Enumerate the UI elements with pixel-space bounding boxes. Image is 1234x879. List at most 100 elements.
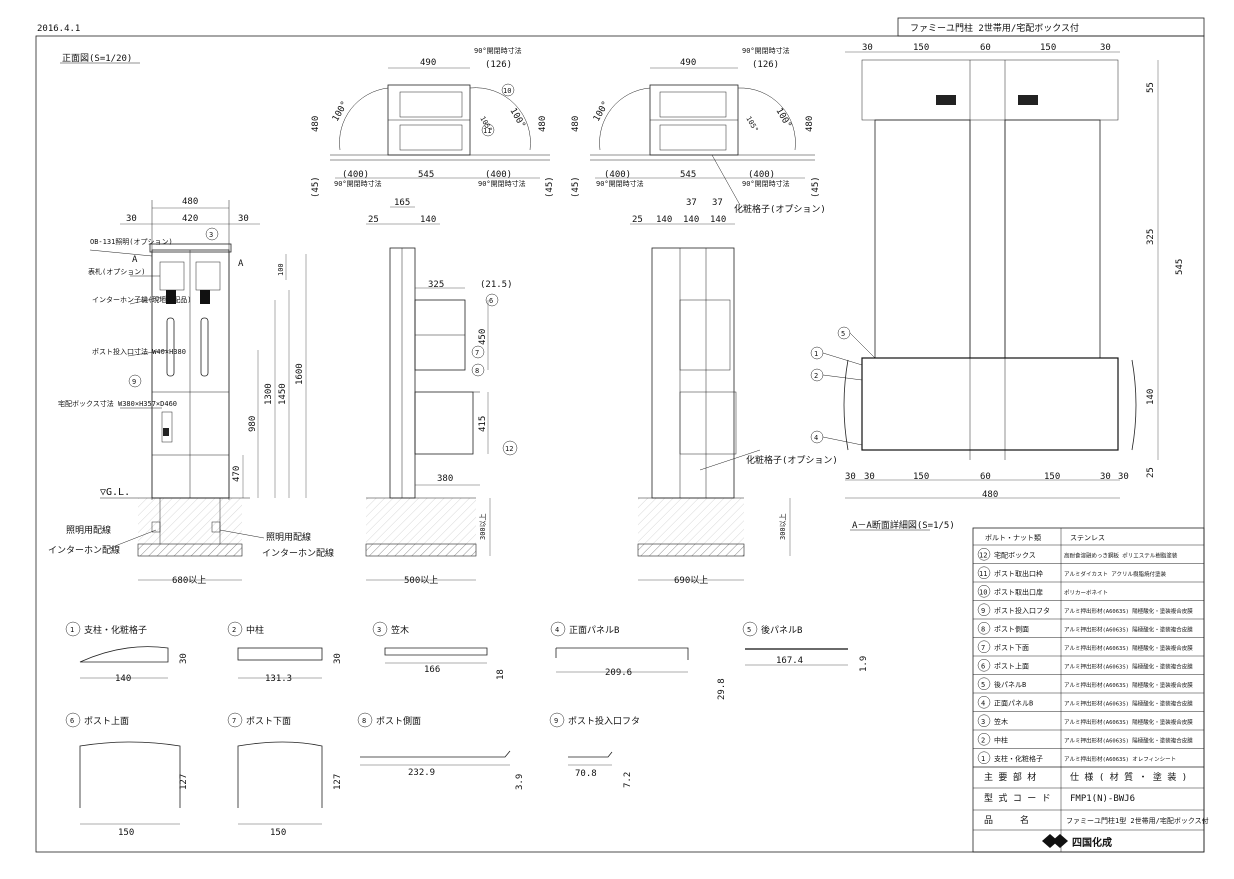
row-number-circle: [977, 751, 991, 764]
svg-text:ポスト投入口寸法 W40×H380: ポスト投入口寸法 W40×H380: [92, 347, 186, 356]
section-aa-view: 30 150 60 150 30 55 325 545 140 25 30 30…: [810, 43, 1185, 531]
row-number-circle: [977, 566, 991, 579]
svg-text:325: 325: [1146, 229, 1156, 245]
row-material: アルミ押出形材(A6063S) 陽極酸化・塗装複合皮膜: [1064, 736, 1193, 744]
svg-text:5: 5: [841, 330, 845, 338]
svg-text:450: 450: [478, 329, 488, 345]
svg-text:90°開閉時寸法: 90°開閉時寸法: [478, 179, 526, 188]
back-view: 25 140 37 140 37 140 化粧格子(オプション) 690以上 3…: [630, 198, 838, 586]
svg-text:ボルト・ナット類: ボルト・ナット類: [985, 533, 1041, 542]
svg-text:OB-131照明(オプション): OB-131照明(オプション): [90, 238, 173, 246]
svg-text:中柱: 中柱: [246, 624, 264, 636]
svg-text:90°開閉時寸法: 90°開閉時寸法: [334, 179, 382, 188]
svg-text:30: 30: [1118, 472, 1129, 482]
row-number-circle: [977, 622, 991, 635]
part-detail-8: 8 ポスト側面 232.9 3.9: [357, 712, 525, 790]
svg-text:60: 60: [980, 472, 991, 482]
svg-text:1.9: 1.9: [859, 656, 869, 672]
svg-text:140: 140: [1146, 389, 1156, 405]
svg-text:化粧格子(オプション): 化粧格子(オプション): [746, 454, 838, 466]
row-number: 10: [979, 588, 987, 596]
svg-text:7: 7: [475, 349, 479, 357]
svg-text:60: 60: [980, 43, 991, 53]
svg-text:90°開閉時寸法: 90°開閉時寸法: [742, 179, 790, 188]
svg-text:1450: 1450: [278, 383, 288, 405]
svg-text:6: 6: [70, 717, 74, 725]
svg-text:(400): (400): [604, 170, 631, 180]
svg-text:ポスト側面: ポスト側面: [376, 715, 421, 727]
svg-text:30: 30: [1100, 472, 1111, 482]
svg-text:100: 100: [277, 263, 285, 276]
svg-text:仕 様 ( 材 質 ・ 塗 装 ): 仕 様 ( 材 質 ・ 塗 装 ): [1070, 771, 1187, 783]
svg-text:140: 140: [710, 215, 726, 225]
svg-text:照明用配線: 照明用配線: [66, 524, 111, 536]
row-material: アルミ押出形材(A6063S) 陽極酸化・塗装複合皮膜: [1064, 662, 1193, 670]
svg-text:ポスト下面: ポスト下面: [246, 716, 291, 727]
svg-text:8: 8: [362, 717, 366, 725]
svg-text:品 名: 品 名: [984, 814, 1029, 826]
svg-text:480: 480: [538, 116, 548, 132]
svg-text:9: 9: [132, 378, 136, 386]
svg-text:3: 3: [377, 626, 381, 634]
svg-text:100°: 100°: [331, 100, 351, 124]
svg-text:30: 30: [845, 472, 856, 482]
svg-text:ファミーユ門柱 2世帯用/宅配ボックス付: ファミーユ門柱 2世帯用/宅配ボックス付: [910, 22, 1079, 34]
row-number: 4: [981, 699, 985, 707]
svg-text:150: 150: [913, 472, 929, 482]
svg-text:140: 140: [115, 674, 131, 684]
svg-text:100°: 100°: [507, 107, 527, 131]
svg-text:545: 545: [680, 170, 696, 180]
svg-text:150: 150: [913, 43, 929, 53]
svg-text:3: 3: [209, 231, 213, 239]
sheet-border: [35, 35, 1205, 853]
svg-text:30: 30: [864, 472, 875, 482]
svg-text:(45): (45): [311, 176, 321, 198]
row-material: アルミ押出形材(A6063S) 陽極酸化・塗装複合皮膜: [1064, 644, 1193, 652]
svg-text:ステンレス: ステンレス: [1070, 534, 1105, 542]
row-number-circle: [977, 733, 991, 746]
svg-text:500以上: 500以上: [404, 575, 438, 586]
row-material: アルミ押出形材(A6063S) 陽極酸化・塗装複合皮膜: [1064, 607, 1193, 615]
row-number-circle: [977, 640, 991, 653]
svg-text:30: 30: [862, 43, 873, 53]
row-number-circle: [977, 548, 991, 561]
svg-text:30: 30: [238, 214, 249, 224]
svg-text:(126): (126): [485, 60, 512, 70]
svg-text:420: 420: [182, 214, 198, 224]
svg-text:166: 166: [424, 665, 440, 675]
row-number: 6: [981, 662, 985, 670]
svg-text:150: 150: [1040, 43, 1056, 53]
svg-text:480: 480: [571, 116, 581, 132]
row-material: アルミ押出形材(A6063S) 陽極酸化・塗装複合皮膜: [1064, 681, 1193, 689]
row-part: 笠木: [994, 717, 1008, 726]
top-view-left: 90°開閉時寸法 490 (126) 100° 100° 105° 480 48…: [311, 46, 555, 198]
part-detail-9: 9 ポスト投入口フタ 70.8 7.2: [549, 712, 640, 788]
svg-text:ポスト投入口フタ: ポスト投入口フタ: [568, 715, 640, 727]
svg-text:680以上: 680以上: [172, 575, 206, 586]
part-detail-4: 4 正面パネルB 209.6 29.8: [550, 621, 727, 700]
row-part: 宅配ボックス: [994, 550, 1036, 559]
svg-text:127: 127: [333, 774, 343, 790]
svg-text:11: 11: [483, 127, 491, 135]
svg-text:12: 12: [505, 445, 513, 453]
svg-text:7.2: 7.2: [623, 772, 633, 788]
svg-text:690以上: 690以上: [674, 575, 708, 586]
svg-text:140: 140: [683, 215, 699, 225]
svg-text:(400): (400): [748, 170, 775, 180]
svg-text:415: 415: [478, 416, 488, 432]
svg-text:167.4: 167.4: [776, 656, 803, 666]
svg-text:100°: 100°: [773, 107, 793, 131]
row-part: ポスト側面: [994, 624, 1029, 633]
svg-text:1: 1: [814, 350, 818, 358]
part-detail-7: 7 ポスト下面 150 127: [227, 712, 343, 838]
row-part: ポスト取出口枠: [994, 569, 1043, 578]
row-number-circle: [977, 603, 991, 616]
svg-text:325: 325: [428, 280, 444, 290]
svg-text:3.9: 3.9: [515, 774, 525, 790]
top-view-right: 90°開閉時寸法 490 (126) 100° 100° 105° 480 48…: [571, 46, 826, 215]
svg-text:表札(オプション): 表札(オプション): [88, 267, 145, 276]
